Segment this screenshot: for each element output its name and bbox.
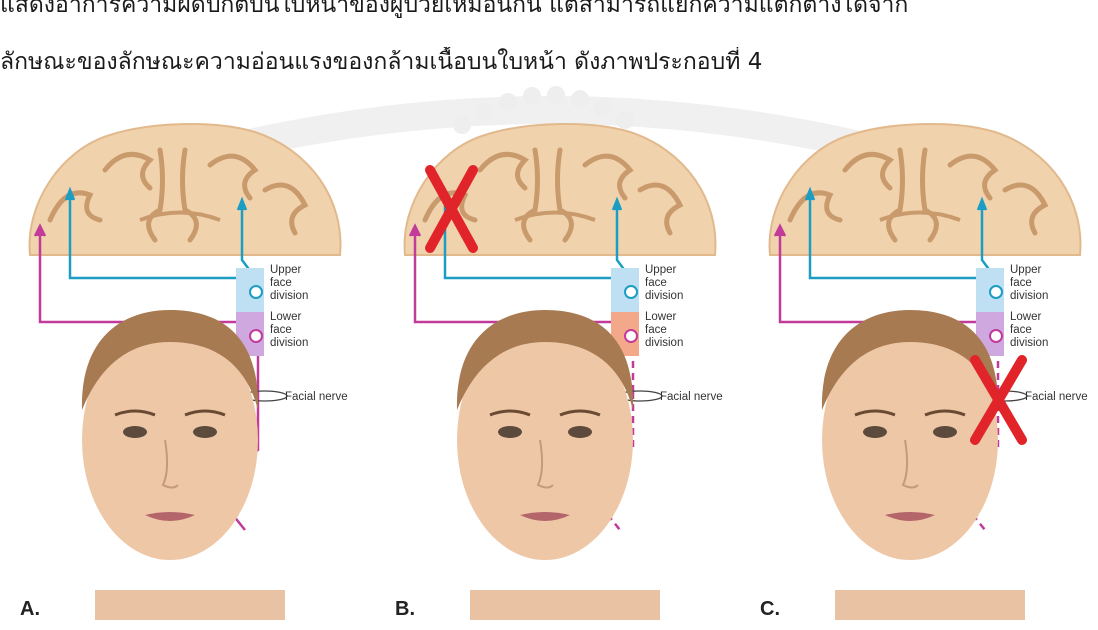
svg-text:face: face bbox=[270, 277, 292, 289]
svg-text:division: division bbox=[270, 290, 308, 302]
svg-text:Lower: Lower bbox=[1010, 311, 1041, 323]
svg-text:Upper: Upper bbox=[645, 264, 676, 276]
upper-face-division-label: Upper face division bbox=[270, 264, 308, 302]
facial-nerve-label: Facial nerve bbox=[660, 391, 723, 403]
svg-text:face: face bbox=[1010, 324, 1032, 336]
thai-text-line-2: ลักษณะของลักษณะความอ่อนแรงของกล้ามเนื้อบ… bbox=[0, 47, 1098, 77]
svg-text:face: face bbox=[1010, 277, 1032, 289]
svg-text:Lower: Lower bbox=[645, 311, 676, 323]
brain-cortex bbox=[405, 124, 716, 255]
svg-text:division: division bbox=[645, 290, 683, 302]
upper-face-division-label: Upper face division bbox=[1010, 264, 1048, 302]
svg-text:face: face bbox=[270, 324, 292, 336]
svg-text:Lower: Lower bbox=[270, 311, 301, 323]
brain-cortex bbox=[30, 124, 341, 255]
svg-text:division: division bbox=[270, 337, 308, 349]
facial-nerve-label: Facial nerve bbox=[285, 391, 348, 403]
lower-face-division-label: Lower face division bbox=[1010, 311, 1048, 349]
svg-text:Upper: Upper bbox=[270, 264, 301, 276]
svg-text:face: face bbox=[645, 277, 667, 289]
thai-text-line-1: แสดงอาการความผิดปกติบนใบหน้าของผู้ป่วยเห… bbox=[0, 0, 1098, 20]
panel-letter: A. bbox=[20, 598, 40, 620]
brain-cortex bbox=[770, 124, 1081, 255]
panel-letter: C. bbox=[760, 598, 780, 620]
svg-text:division: division bbox=[645, 337, 683, 349]
lower-face-division-label: Lower face division bbox=[270, 311, 308, 349]
face-illustration bbox=[82, 310, 285, 620]
svg-text:division: division bbox=[1010, 337, 1048, 349]
face-illustration bbox=[457, 310, 660, 620]
facial-nerve-label: Facial nerve bbox=[1025, 391, 1088, 403]
lower-face-division-label: Lower face division bbox=[645, 311, 683, 349]
svg-text:face: face bbox=[645, 324, 667, 336]
upper-face-division-label: Upper face division bbox=[645, 264, 683, 302]
svg-text:Upper: Upper bbox=[1010, 264, 1041, 276]
face-illustration bbox=[822, 310, 1025, 620]
svg-text:division: division bbox=[1010, 290, 1048, 302]
panel-letter: B. bbox=[395, 598, 415, 620]
